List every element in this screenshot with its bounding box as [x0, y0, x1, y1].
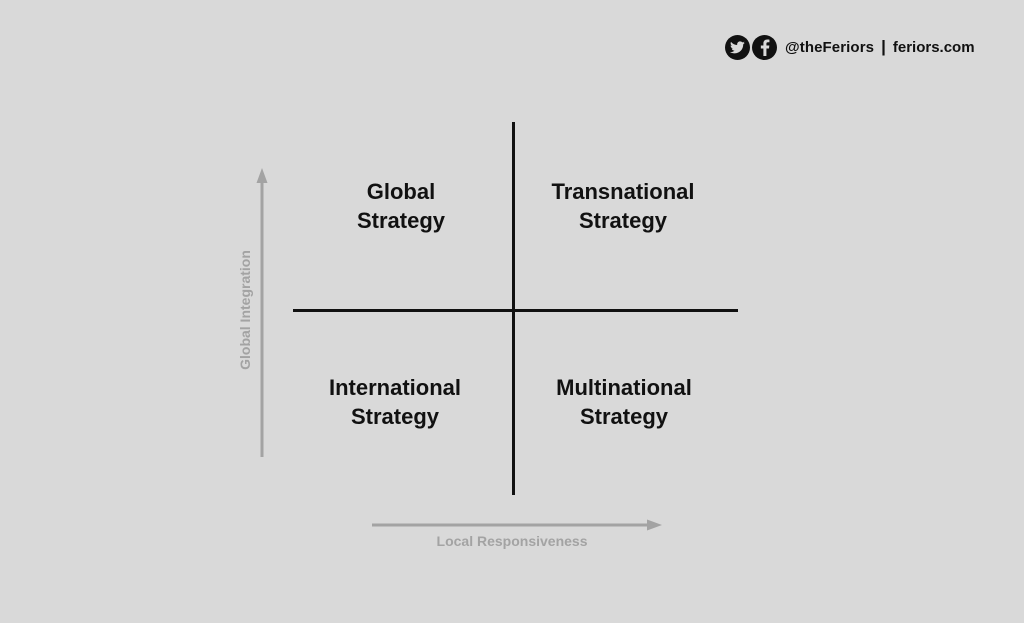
quadrant-multinational-strategy: Multinational Strategy: [514, 373, 734, 431]
facebook-icon[interactable]: [752, 34, 777, 60]
quadrant-title: Global: [366, 179, 436, 204]
x-axis-label: Local Responsiveness: [436, 533, 588, 549]
quadrant-subtitle: Strategy: [578, 208, 668, 233]
quadrant-title: International: [328, 375, 461, 400]
quadrant-title: Transnational: [551, 179, 695, 204]
quadrant-subtitle: Strategy: [579, 404, 669, 429]
horizontal-divider: [293, 309, 738, 312]
quadrant-global-strategy: Global Strategy: [291, 177, 511, 235]
quadrant-transnational-strategy: Transnational Strategy: [513, 177, 733, 235]
brand-header: @theFeriors | feriors.com: [725, 33, 975, 61]
brand-site-link[interactable]: feriors.com: [892, 38, 975, 56]
brand-separator: |: [881, 37, 886, 56]
quadrant-subtitle: Strategy: [356, 208, 446, 233]
y-axis-arrow: [256, 168, 268, 457]
brand-handle[interactable]: @theFeriors: [785, 38, 875, 56]
vertical-divider: [512, 122, 515, 495]
quadrant-subtitle: Strategy: [350, 404, 440, 429]
quadrant-international-strategy: International Strategy: [285, 373, 505, 431]
x-axis-arrow: [372, 519, 662, 531]
quadrant-title: Multinational: [556, 375, 692, 400]
twitter-icon[interactable]: [725, 34, 750, 60]
y-axis-label: Global Integration: [237, 250, 253, 370]
